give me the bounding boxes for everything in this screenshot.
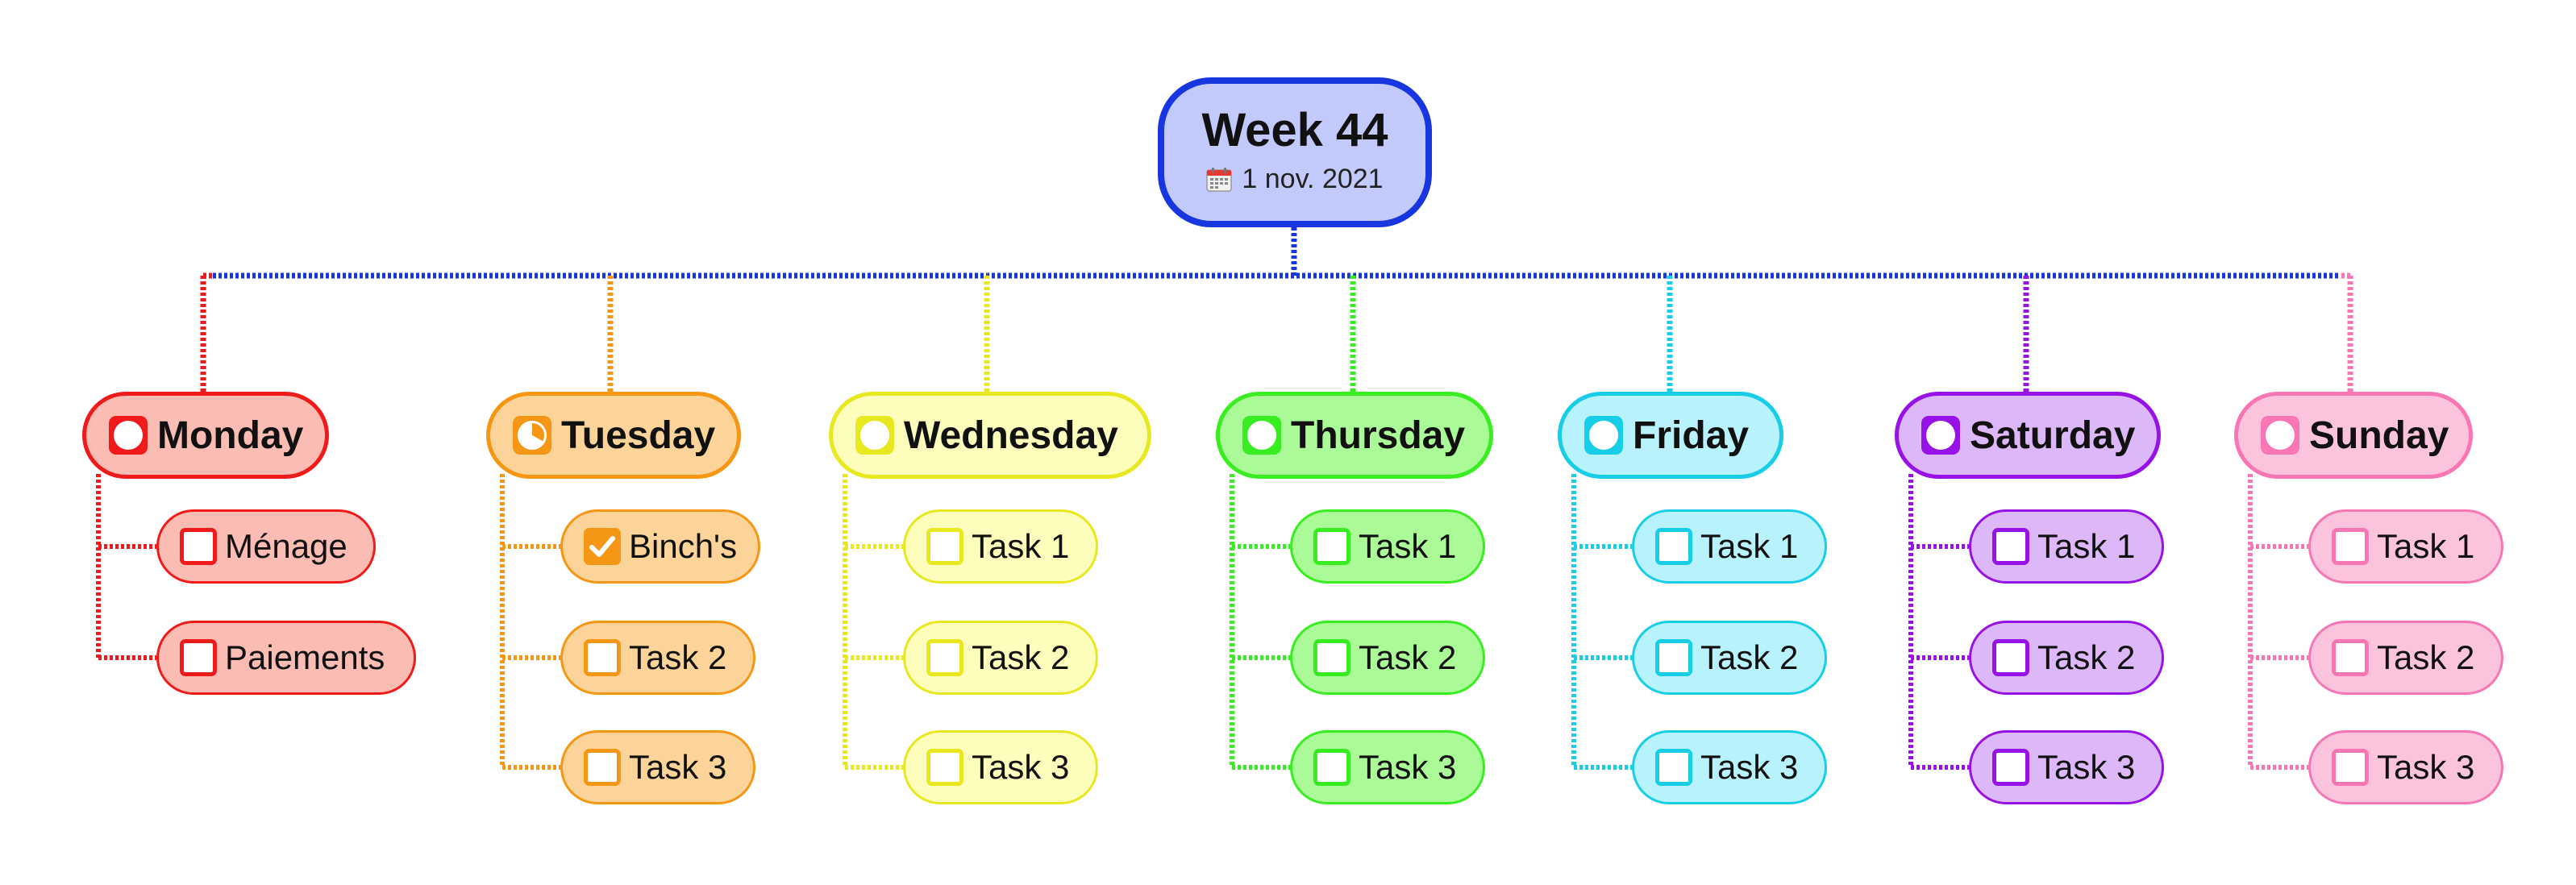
day-label: Friday (1633, 413, 1750, 457)
task-label: Task 2 (1700, 638, 1799, 676)
checkbox-icon[interactable] (926, 639, 963, 676)
checkbox-icon[interactable] (2332, 639, 2369, 676)
progress-icon (109, 416, 148, 455)
checkbox-icon[interactable] (2332, 528, 2369, 565)
day-node-sunday[interactable]: Sunday (2234, 392, 2473, 479)
progress-icon (1921, 416, 1960, 455)
task-node-sunday-1[interactable]: Task 1 (2308, 509, 2503, 584)
checkbox-icon[interactable] (1313, 749, 1350, 786)
task-node-saturday-3[interactable]: Task 3 (1969, 730, 2164, 804)
task-label: Ménage (225, 527, 347, 565)
task-node-sunday-3[interactable]: Task 3 (2308, 730, 2503, 804)
task-node-tuesday-2[interactable]: Task 2 (560, 621, 755, 695)
task-label: Paiements (225, 638, 385, 676)
checkbox-icon[interactable] (926, 749, 963, 786)
task-label: Task 3 (2377, 748, 2475, 786)
task-label: Task 2 (1359, 638, 1457, 676)
root-date: 1 nov. 2021 (1242, 164, 1384, 194)
task-node-monday-2[interactable]: Paiements (156, 621, 416, 695)
task-node-wednesday-1[interactable]: Task 1 (903, 509, 1098, 584)
task-node-thursday-3[interactable]: Task 3 (1290, 730, 1485, 804)
task-label: Task 3 (629, 748, 727, 786)
task-label: Task 1 (972, 527, 1070, 565)
task-node-friday-2[interactable]: Task 2 (1632, 621, 1827, 695)
task-node-friday-3[interactable]: Task 3 (1632, 730, 1827, 804)
checkbox-icon[interactable] (1655, 749, 1692, 786)
day-label: Sunday (2309, 413, 2449, 457)
progress-icon (1242, 416, 1281, 455)
task-node-saturday-1[interactable]: Task 1 (1969, 509, 2164, 584)
progress-icon (513, 416, 551, 455)
task-label: Binch's (629, 527, 738, 565)
calendar-icon (1206, 167, 1233, 192)
checkbox-icon[interactable] (1655, 639, 1692, 676)
task-node-saturday-2[interactable]: Task 2 (1969, 621, 2164, 695)
progress-icon (1584, 416, 1623, 455)
task-node-tuesday-1[interactable]: Binch's (560, 509, 760, 584)
day-label: Wednesday (904, 413, 1118, 457)
checkbox-icon[interactable] (180, 528, 217, 565)
task-node-thursday-2[interactable]: Task 2 (1290, 621, 1485, 695)
root-title: Week 44 (1201, 104, 1388, 156)
task-node-sunday-2[interactable]: Task 2 (2308, 621, 2503, 695)
task-node-friday-1[interactable]: Task 1 (1632, 509, 1827, 584)
checkbox-icon[interactable] (584, 639, 621, 676)
task-node-wednesday-2[interactable]: Task 2 (903, 621, 1098, 695)
task-label: Task 2 (2037, 638, 2136, 676)
checkbox-icon[interactable] (2332, 749, 2369, 786)
day-node-tuesday[interactable]: Tuesday (486, 392, 741, 479)
task-node-monday-1[interactable]: Ménage (156, 509, 376, 584)
checkbox-icon[interactable] (180, 639, 217, 676)
checkbox-icon[interactable] (1992, 639, 2029, 676)
task-label: Task 3 (972, 748, 1070, 786)
day-label: Monday (157, 413, 304, 457)
checkbox-icon[interactable] (1992, 749, 2029, 786)
checkbox-checked-icon[interactable] (584, 528, 621, 565)
checkbox-icon[interactable] (1655, 528, 1692, 565)
progress-icon (855, 416, 894, 455)
root-node-week[interactable]: Week 44 1 nov. 2021 (1158, 77, 1432, 227)
day-node-thursday[interactable]: Thursday (1216, 392, 1493, 479)
task-node-wednesday-3[interactable]: Task 3 (903, 730, 1098, 804)
day-node-monday[interactable]: Monday (82, 392, 329, 479)
checkbox-icon[interactable] (1313, 528, 1350, 565)
task-label: Task 2 (972, 638, 1070, 676)
task-label: Task 2 (2377, 638, 2475, 676)
checkbox-icon[interactable] (584, 749, 621, 786)
checkbox-icon[interactable] (1313, 639, 1350, 676)
task-label: Task 1 (2037, 527, 2136, 565)
day-node-saturday[interactable]: Saturday (1895, 392, 2161, 479)
task-label: Task 3 (2037, 748, 2136, 786)
task-label: Task 3 (1700, 748, 1799, 786)
task-label: Task 1 (1359, 527, 1457, 565)
day-label: Thursday (1291, 413, 1466, 457)
checkbox-icon[interactable] (926, 528, 963, 565)
day-node-friday[interactable]: Friday (1558, 392, 1783, 479)
progress-icon (2261, 416, 2299, 455)
task-label: Task 2 (629, 638, 727, 676)
task-label: Task 1 (2377, 527, 2475, 565)
task-node-tuesday-3[interactable]: Task 3 (560, 730, 755, 804)
day-label: Tuesday (561, 413, 716, 457)
task-label: Task 3 (1359, 748, 1457, 786)
checkbox-icon[interactable] (1992, 528, 2029, 565)
task-node-thursday-1[interactable]: Task 1 (1290, 509, 1485, 584)
task-label: Task 1 (1700, 527, 1799, 565)
day-node-wednesday[interactable]: Wednesday (829, 392, 1151, 479)
day-label: Saturday (1970, 413, 2136, 457)
